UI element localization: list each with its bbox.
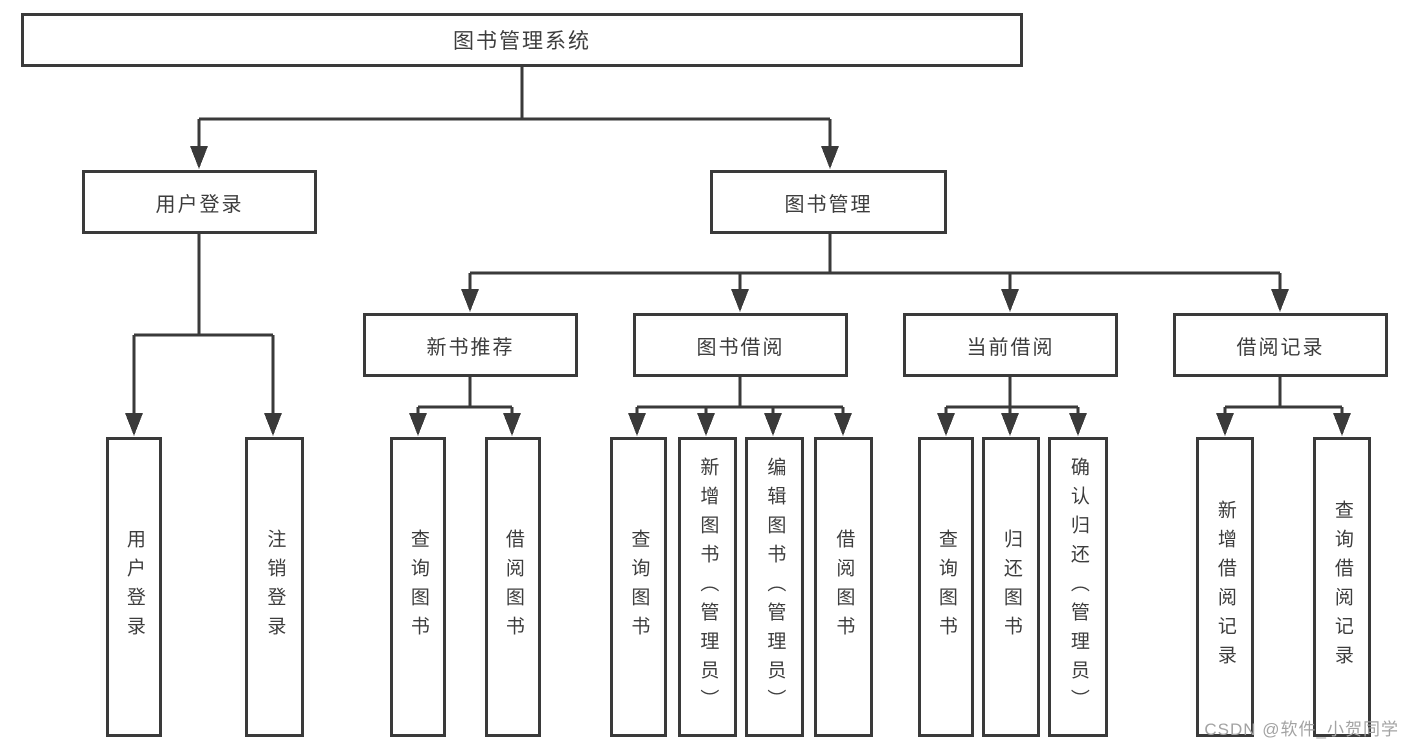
leaf-query-book-current: 查询图书 (918, 437, 974, 737)
leaf-label: 查询借阅记录 (1331, 500, 1353, 674)
node-label: 借阅记录 (1236, 336, 1325, 359)
csdn-watermark: CSDN @软件_小贺同学 (1204, 720, 1399, 739)
leaf-label: 确认归还（管理员） (1067, 456, 1089, 718)
leaf-label: 归还图书 (1000, 529, 1022, 645)
leaf-query-book-recommend: 查询图书 (390, 437, 446, 737)
node-label: 图书管理系统 (453, 30, 591, 53)
node-current-borrowing: 当前借阅 (903, 313, 1118, 377)
leaf-add-book-admin: 新增图书（管理员） (678, 437, 737, 737)
leaf-confirm-return-admin: 确认归还（管理员） (1048, 437, 1108, 737)
leaf-edit-book-admin: 编辑图书（管理员） (745, 437, 804, 737)
leaf-user-login: 用户登录 (106, 437, 162, 737)
leaf-label: 注销登录 (264, 529, 286, 645)
leaf-label: 新增借阅记录 (1214, 500, 1236, 674)
leaf-borrow-book: 借阅图书 (814, 437, 873, 737)
node-user-login: 用户登录 (82, 170, 317, 234)
leaf-label: 编辑图书（管理员） (764, 456, 786, 718)
node-book-management: 图书管理 (710, 170, 947, 234)
leaf-logout: 注销登录 (245, 437, 304, 737)
node-new-book-recommendation: 新书推荐 (363, 313, 578, 377)
leaf-borrow-book-recommend: 借阅图书 (485, 437, 541, 737)
leaf-query-borrow-record: 查询借阅记录 (1313, 437, 1371, 737)
leaf-query-book-borrowing: 查询图书 (610, 437, 667, 737)
node-label: 当前借阅 (966, 336, 1055, 359)
node-book-borrowing: 图书借阅 (633, 313, 848, 377)
leaf-label: 查询图书 (935, 529, 957, 645)
leaf-return-book: 归还图书 (982, 437, 1040, 737)
node-borrowing-records: 借阅记录 (1173, 313, 1388, 377)
leaf-label: 借阅图书 (833, 529, 855, 645)
leaf-label: 查询图书 (628, 529, 650, 645)
node-label: 用户登录 (155, 193, 244, 216)
leaf-label: 借阅图书 (502, 529, 524, 645)
node-label: 图书管理 (784, 193, 873, 216)
leaf-label: 查询图书 (407, 529, 429, 645)
node-library-management-system: 图书管理系统 (21, 13, 1023, 67)
node-label: 新书推荐 (426, 336, 515, 359)
leaf-label: 用户登录 (123, 529, 145, 645)
leaf-add-borrow-record: 新增借阅记录 (1196, 437, 1254, 737)
node-label: 图书借阅 (696, 336, 785, 359)
leaf-label: 新增图书（管理员） (697, 456, 719, 718)
